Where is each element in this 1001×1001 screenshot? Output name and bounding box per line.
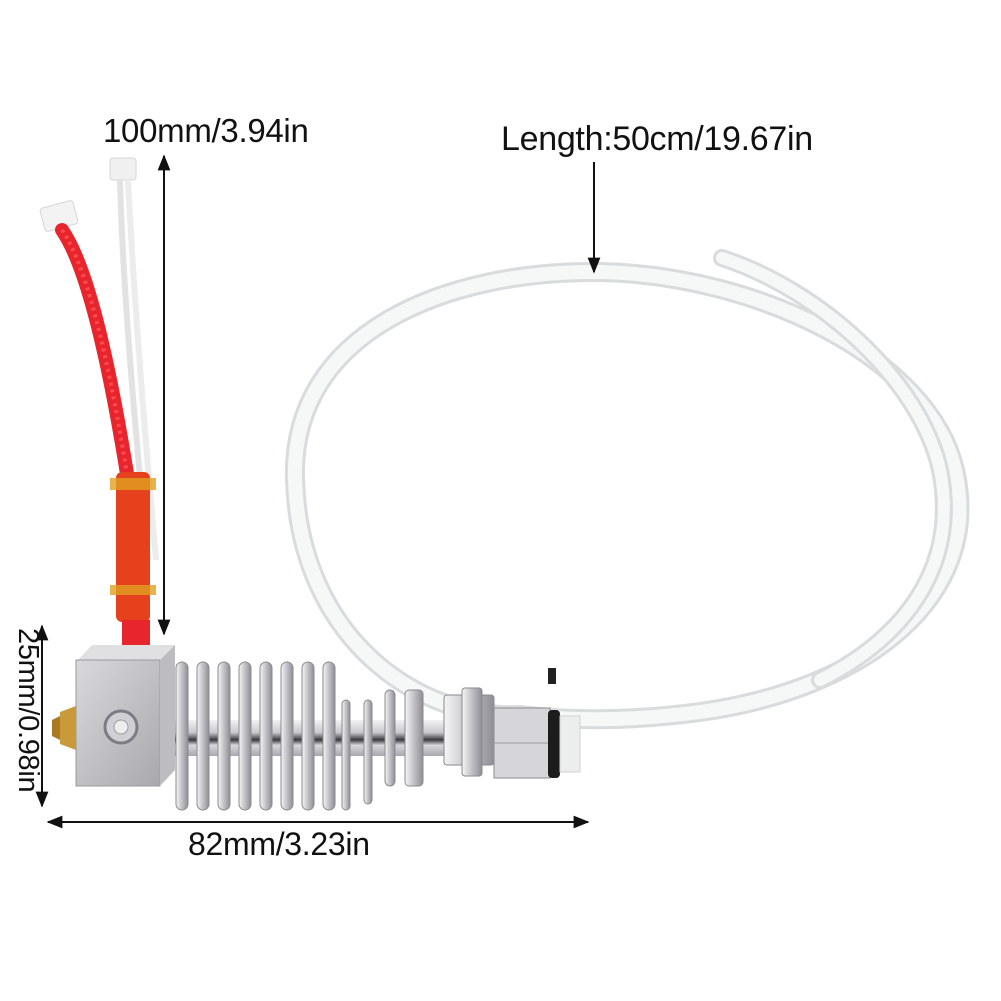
block-height-label: 25mm/0.98in <box>12 628 44 793</box>
heatsink <box>175 661 581 811</box>
tube-length-label: Length:50cm/19.67in <box>501 120 813 158</box>
heater-wires <box>39 200 156 650</box>
heater-block <box>52 645 175 787</box>
hotend-width-label: 82mm/3.23in <box>188 826 370 862</box>
wire-height-label: 100mm/3.94in <box>103 112 309 149</box>
ptfe-tube <box>284 249 970 730</box>
dimension-lines <box>35 154 601 829</box>
